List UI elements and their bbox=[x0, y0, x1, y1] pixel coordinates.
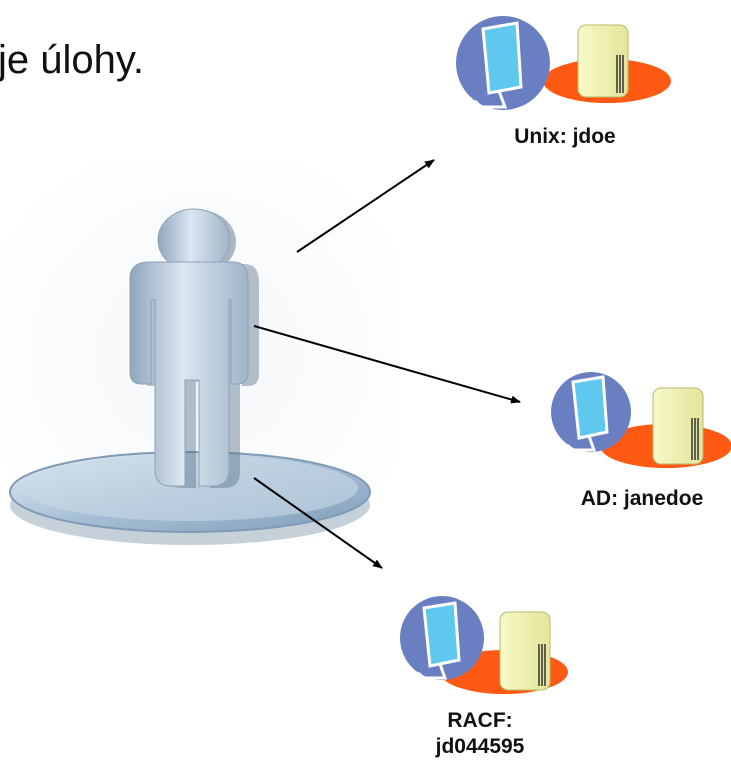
racf-label-user: jd044595 bbox=[435, 735, 525, 758]
unix-account-label: Unix: jdoe bbox=[514, 125, 616, 148]
person-on-pedestal-icon bbox=[9, 208, 371, 545]
arrow-to-unix bbox=[296, 159, 435, 253]
page-heading: je úlohy. bbox=[0, 38, 145, 82]
racf-label-system: RACF: bbox=[447, 709, 513, 732]
workstation-server-icon bbox=[400, 596, 568, 694]
ad-account-label: AD: janedoe bbox=[580, 487, 704, 510]
arrow-to-ad bbox=[253, 325, 521, 404]
workstation-server-icon bbox=[551, 372, 731, 468]
workstation-server-icon bbox=[456, 16, 671, 110]
arrow-to-racf bbox=[253, 477, 383, 569]
racf-account-label: RACF: jd044595 bbox=[405, 708, 555, 760]
